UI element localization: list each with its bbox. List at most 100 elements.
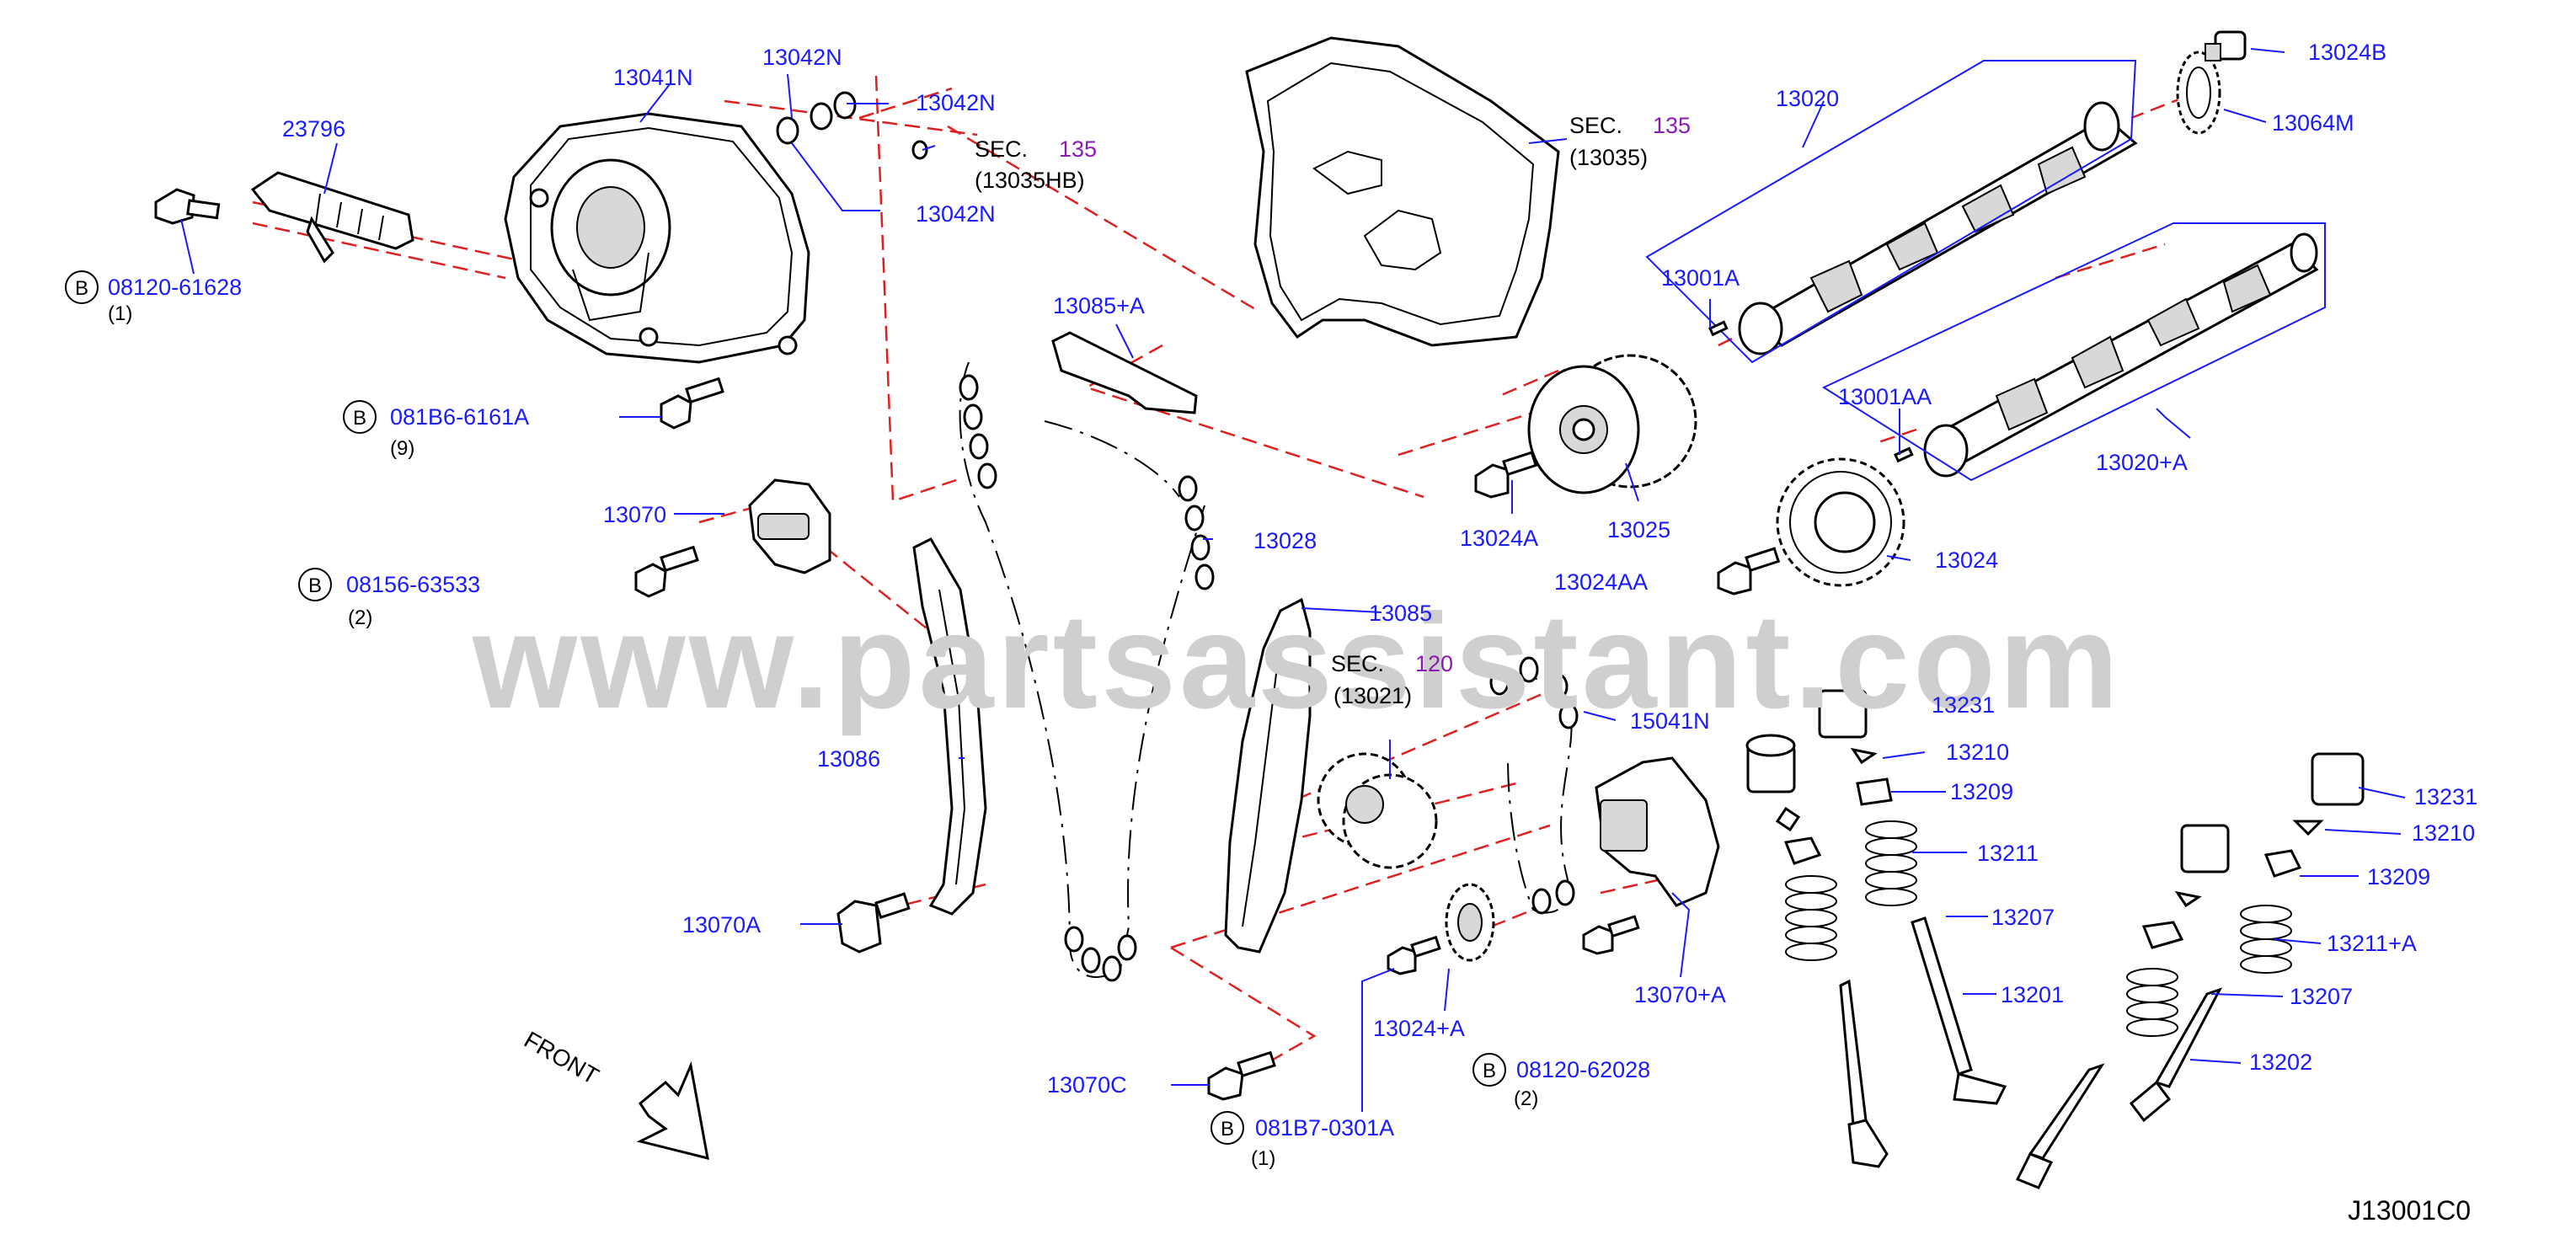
diagram-code: J13001C0 (2348, 1195, 2471, 1226)
leader-lines (180, 48, 2406, 1112)
svg-text:135: 135 (1653, 113, 1691, 138)
label-13024: 13024 (1935, 548, 1998, 573)
svg-text:B: B (308, 574, 322, 597)
label-13210-b: 13210 (2412, 820, 2475, 846)
camshaft-13020-plus-a (1923, 232, 2319, 478)
svg-text:135: 135 (1059, 136, 1097, 162)
guide-13085 (1224, 597, 1312, 954)
svg-text:SEC.: SEC. (975, 136, 1028, 162)
valve-train-intake (1745, 734, 1889, 1168)
label-13001aa: 13001AA (1838, 384, 1932, 409)
label-13024b: 13024B (2308, 40, 2386, 65)
label-13231-b: 13231 (2414, 784, 2477, 809)
label-13085-plus-a: 13085+A (1053, 293, 1145, 318)
bolt-13070a (836, 892, 911, 954)
sec-reference-135-hb: SEC. 135 (13035HB) (975, 136, 1097, 193)
plate-13064m (2176, 51, 2221, 135)
bolt-13024b (2205, 30, 2247, 61)
tensioner-13070 (748, 478, 831, 574)
svg-text:FRONT: FRONT (520, 1026, 603, 1089)
label-13024a: 13024A (1460, 526, 1538, 551)
label-15041n: 15041N (1630, 708, 1710, 734)
svg-text:(1): (1) (1251, 1147, 1275, 1170)
label-13211-plus-a: 13211+A (2327, 931, 2417, 956)
bolt-08156-63533 (634, 545, 699, 598)
label-13209-b: 13209 (2367, 864, 2430, 889)
label-13024aa: 13024AA (1554, 569, 1648, 595)
label-13028: 13028 (1253, 528, 1317, 553)
svg-text:B: B (1221, 1118, 1234, 1140)
label-13070a: 13070A (682, 912, 761, 938)
bolt-callout-08120-61628: B 08120-61628 (1) (65, 270, 242, 325)
front-indicator: FRONT (520, 1026, 709, 1161)
label-13201: 13201 (2001, 982, 2064, 1007)
svg-text:(13035): (13035) (1569, 145, 1648, 170)
svg-text:B: B (1483, 1060, 1496, 1082)
part-labels: 13041N 13042N 13042N 13042N 23796 13020 … (282, 40, 2477, 1098)
label-13024-plus-a: 13024+A (1373, 1016, 1465, 1041)
label-13210-a: 13210 (1946, 740, 2009, 765)
label-13070-plus-a: 13070+A (1634, 982, 1726, 1007)
watermark: www.partsassistant.com (472, 585, 2122, 736)
bolt-13024a (1474, 451, 1538, 499)
svg-text:B: B (353, 407, 366, 430)
bolts (154, 188, 1781, 1101)
bolt-081b6-6161a (660, 377, 724, 430)
label-13042n-c: 13042N (916, 201, 996, 227)
label-23796: 23796 (282, 116, 345, 142)
front-arrow-icon (636, 1060, 709, 1161)
svg-text:B: B (75, 277, 88, 300)
sec-reference-135: SEC. 135 (13035) (1569, 113, 1691, 170)
label-13202: 13202 (2249, 1050, 2312, 1075)
svg-text:(1): (1) (108, 302, 132, 325)
o-rings-13042n (776, 91, 928, 160)
bolt-13024-plus-a (1387, 935, 1441, 975)
vtc-sprocket-13025 (1527, 354, 1697, 494)
svg-text:081B6-6161A: 081B6-6161A (390, 404, 529, 430)
label-13064m: 13064M (2272, 110, 2354, 136)
svg-text:(9): (9) (390, 437, 414, 460)
label-13207-a: 13207 (1991, 905, 2055, 930)
valve-train-exhaust-2 (2129, 752, 2365, 1123)
cam-bracket-lines (1645, 60, 2326, 482)
label-13207-b: 13207 (2290, 984, 2353, 1009)
camshaft-13020 (1738, 101, 2138, 355)
tensioner-13070-plus-a (1595, 756, 1720, 907)
label-13001a: 13001A (1661, 265, 1740, 291)
tensioner-arm-13086 (912, 537, 987, 916)
bolt-callout-08156-63533: B 08156-63533 (2) (298, 568, 480, 629)
bolt-callout-081b6-6161a: B 081B6-6161A (9) (343, 400, 529, 460)
bolt-callout-08120-62028: B 08120-62028 (2) (1472, 1053, 1650, 1110)
label-13020-plus-a: 13020+A (2096, 450, 2188, 475)
label-13211: 13211 (1977, 841, 2039, 866)
dowel-pins (1708, 320, 1914, 463)
svg-text:SEC.: SEC. (1331, 651, 1384, 676)
label-13086: 13086 (817, 746, 880, 772)
svg-text:08120-62028: 08120-62028 (1516, 1057, 1650, 1082)
bolt-13024aa (1717, 547, 1781, 596)
crank-sprocket-sec120 (1317, 752, 1438, 869)
svg-text:(2): (2) (1514, 1087, 1538, 1110)
svg-text:(2): (2) (348, 606, 372, 629)
label-13085: 13085 (1369, 601, 1432, 626)
label-13025: 13025 (1607, 517, 1670, 542)
cam-sensor-23796 (250, 171, 414, 264)
guide-13085-plus-a (1051, 331, 1198, 414)
label-13020: 13020 (1776, 86, 1839, 111)
bolt-08120-62028 (1582, 915, 1640, 955)
svg-text:120: 120 (1415, 651, 1453, 676)
label-13042n-a: 13042N (762, 45, 842, 70)
sprocket-13024-plus-a (1445, 883, 1495, 962)
svg-text:081B7-0301A: 081B7-0301A (1255, 1115, 1394, 1140)
sec-reference-120: SEC. 120 (13021) (1331, 651, 1453, 708)
bolt-callout-081b7-0301a: B 081B7-0301A (1) (1211, 1111, 1394, 1170)
timing-chains (959, 361, 1579, 982)
cylinder-head-cover (1245, 36, 1560, 347)
sprocket-13024 (1776, 457, 1905, 587)
bolt-13070c (1207, 1050, 1276, 1101)
label-13231-a: 13231 (1932, 692, 1995, 718)
label-13042n-b: 13042N (916, 90, 996, 115)
valve-train-exhaust (2015, 824, 2230, 1189)
label-13041n: 13041N (613, 65, 693, 90)
